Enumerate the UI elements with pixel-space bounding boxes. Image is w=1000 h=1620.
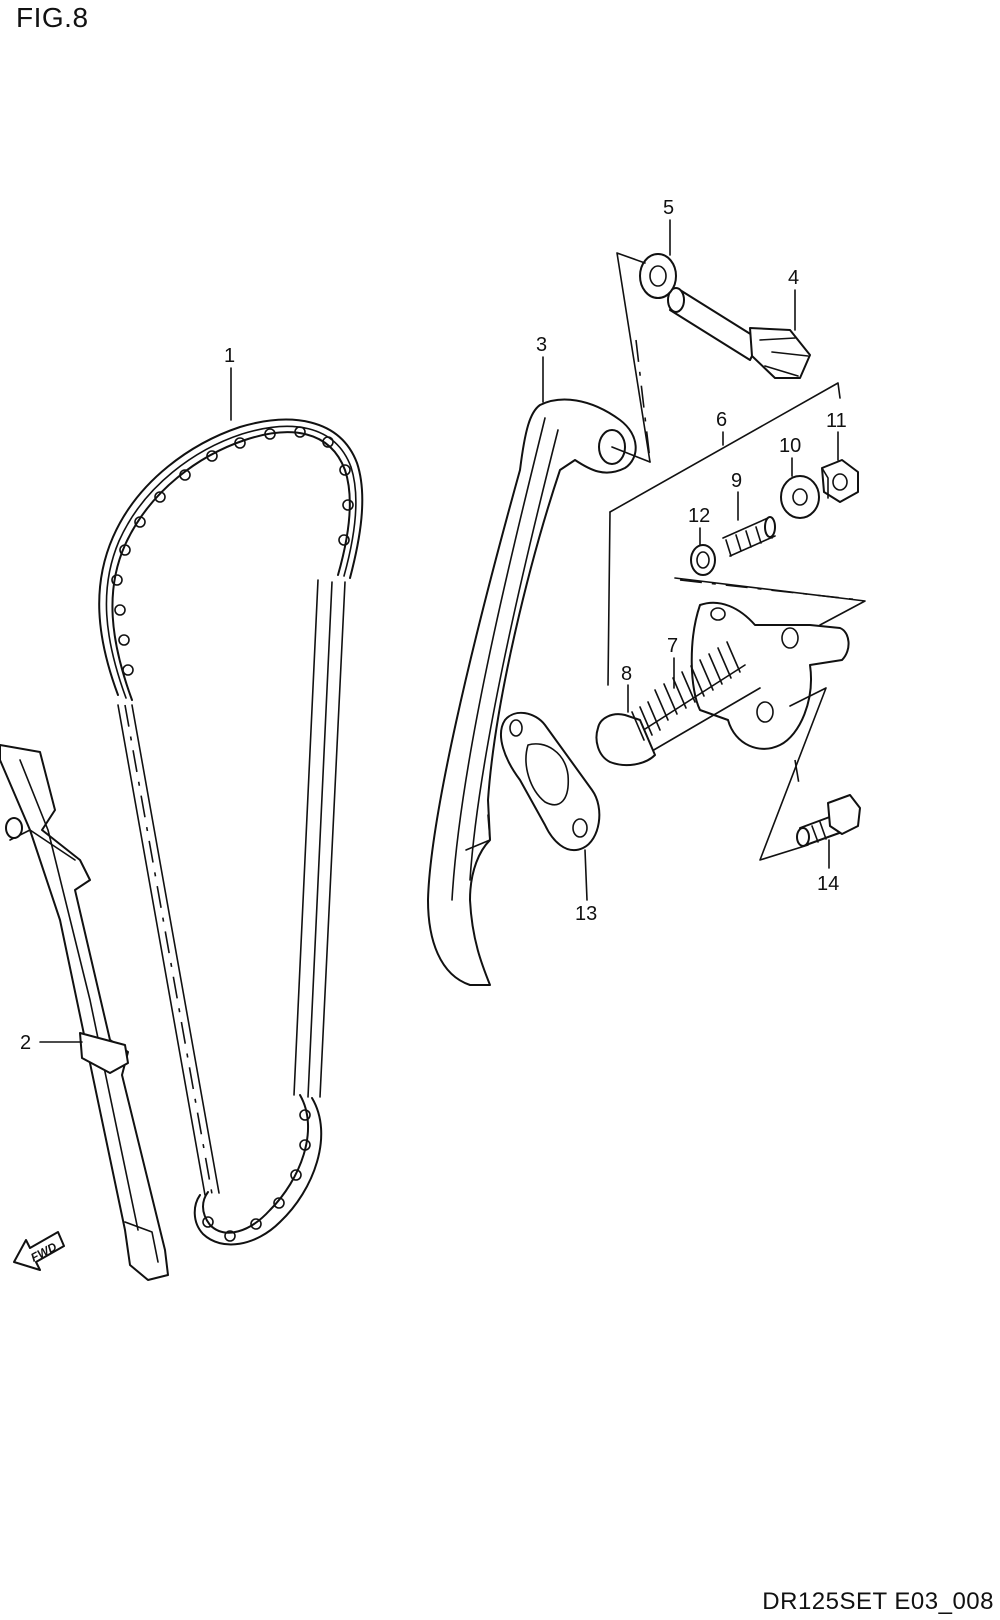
callout-10: 10 xyxy=(779,435,801,457)
callout-labels: 1 2 3 4 5 6 7 8 9 10 11 12 13 14 xyxy=(20,197,847,1054)
cam-chain xyxy=(98,418,364,1246)
tensioner-spring-small xyxy=(722,516,776,557)
callout-leaders xyxy=(39,219,839,1043)
lock-nut xyxy=(821,459,859,503)
gasket xyxy=(500,711,601,851)
callout-3: 3 xyxy=(536,334,547,356)
chain-guide-front xyxy=(0,744,169,1281)
tensioner-bolt xyxy=(796,794,861,847)
callout-2: 2 xyxy=(20,1032,31,1054)
callout-13: 13 xyxy=(575,903,597,925)
callout-9: 9 xyxy=(731,470,742,492)
chain-links-top xyxy=(111,426,354,676)
drawing-code: DR125SET E03_008 xyxy=(762,1588,994,1615)
washer-small xyxy=(780,475,820,519)
fwd-arrow: FWD xyxy=(13,1231,65,1271)
callout-12: 12 xyxy=(688,505,710,527)
cam-chain-tensioner xyxy=(619,601,850,759)
callout-14: 14 xyxy=(817,873,839,895)
o-ring xyxy=(690,544,716,576)
push-rod xyxy=(595,701,661,767)
chain-guide-rear xyxy=(427,398,651,986)
callout-1: 1 xyxy=(224,345,235,367)
callout-5: 5 xyxy=(663,197,674,219)
callout-6: 6 xyxy=(716,409,727,431)
guide-bolt xyxy=(667,287,811,379)
washer xyxy=(639,253,677,299)
callout-11: 11 xyxy=(826,410,847,432)
tensioner-spring xyxy=(654,641,741,721)
chain-links-bottom xyxy=(202,1109,311,1242)
callout-4: 4 xyxy=(788,267,799,289)
callout-7: 7 xyxy=(667,635,678,657)
figure-title: FIG.8 xyxy=(16,2,89,33)
callout-8: 8 xyxy=(621,663,632,685)
